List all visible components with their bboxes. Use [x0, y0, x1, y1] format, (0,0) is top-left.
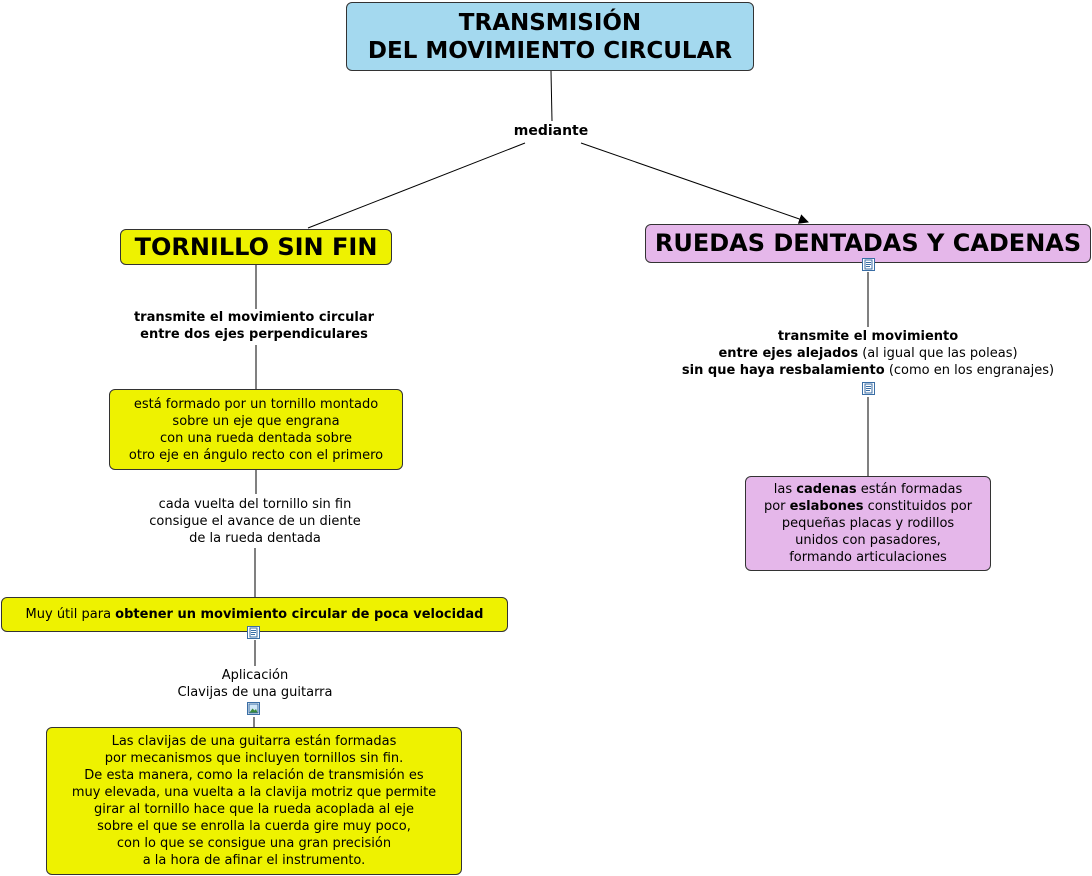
worm-description-node[interactable]: está formado por un tornillo montado sob…: [109, 389, 403, 470]
worm-link-label-2: cada vuelta del tornillo sin fin consigu…: [126, 496, 384, 547]
chains-description-node[interactable]: las cadenas están formadas por eslabones…: [745, 476, 991, 571]
worm-gear-node[interactable]: TORNILLO SIN FIN: [120, 229, 392, 265]
link-title-mediante: [550, 70, 553, 122]
document-icon[interactable]: [247, 626, 260, 639]
worm-use-prefix: Muy útil para: [25, 607, 116, 622]
chains-link-label-1: transmite el movimiento entre ejes aleja…: [660, 328, 1076, 379]
title-line-1: TRANSMISIÓN: [458, 9, 642, 36]
worm-use-bold: obtener un movimiento circular de poca v…: [115, 607, 484, 622]
chains-title: RUEDAS DENTADAS Y CADENAS: [654, 229, 1082, 257]
document-icon[interactable]: [862, 258, 875, 271]
worm-gear-title: TORNILLO SIN FIN: [134, 232, 378, 261]
link-label-mediante: mediante: [505, 123, 597, 140]
document-icon[interactable]: [862, 382, 875, 395]
guitar-application-node[interactable]: Las clavijas de una guitarra están forma…: [46, 727, 462, 875]
image-icon[interactable]: [247, 702, 260, 715]
title-line-2: DEL MOVIMIENTO CIRCULAR: [367, 37, 733, 64]
link-mediante-worm: [307, 142, 526, 229]
worm-link-label-1: transmite el movimiento circular entre d…: [116, 309, 392, 343]
link-mediante-chain: [580, 142, 809, 224]
title-node[interactable]: TRANSMISIÓN DEL MOVIMIENTO CIRCULAR: [346, 2, 754, 71]
worm-link-label-3: Aplicación Clavijas de una guitarra: [160, 667, 350, 701]
